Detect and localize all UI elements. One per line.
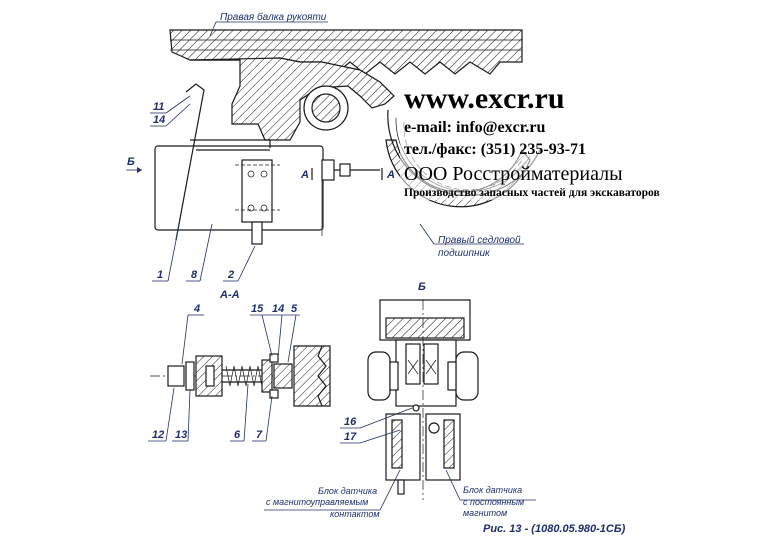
watermark-company: ООО Росстройматериалы <box>404 163 623 185</box>
callout-11: 11 <box>153 101 164 113</box>
view-b-arrow-label: Б <box>127 156 135 168</box>
callout-7: 7 <box>256 429 263 441</box>
callout-16: 16 <box>344 416 357 428</box>
callout-8: 8 <box>191 269 198 281</box>
view-b-title: Б <box>418 281 426 293</box>
callout-13: 13 <box>175 429 187 441</box>
watermark-site: www.excr.ru <box>404 82 565 115</box>
callout-17: 17 <box>344 431 357 443</box>
aa-block <box>293 345 331 407</box>
callout-14-lower: 14 <box>272 303 284 315</box>
watermark: www.excr.ru e-mail: info@excr.ru тел./фа… <box>400 82 720 200</box>
sensor-right-line2: с постоянным <box>463 497 524 507</box>
sensor-left-line1: Блок датчика <box>318 486 377 496</box>
callout-14-upper: 14 <box>153 114 165 126</box>
wheel-left <box>367 351 391 401</box>
callout-1: 1 <box>157 269 163 281</box>
watermark-phone: тел./факс: (351) 235-93-71 <box>404 141 586 158</box>
bracket-arm <box>175 83 205 241</box>
section-aa-title: А-А <box>219 289 240 301</box>
callout-5: 5 <box>291 303 298 315</box>
bearing-label-line2: подшипник <box>438 248 491 259</box>
section-a-right-label: А <box>386 169 395 181</box>
watermark-tagline: Производство запасных частей для экскава… <box>404 187 660 199</box>
beam-label: Правая балка рукояти <box>220 11 327 23</box>
wheel-right <box>455 351 479 401</box>
sensor-right-line1: Блок датчика <box>463 485 522 495</box>
sensor-block-left <box>385 413 421 481</box>
figure-caption: Рис. 13 - (1080.05.980-1СБ) <box>483 523 626 535</box>
sensor-left-line2: с магнитоуправляемым <box>266 497 368 507</box>
callout-15: 15 <box>251 303 264 315</box>
sensor-block-main <box>154 145 324 231</box>
section-a-left-label: А <box>300 169 309 181</box>
mount-plate <box>241 159 273 223</box>
callout-6: 6 <box>234 429 241 441</box>
callout-2: 2 <box>227 269 234 281</box>
callout-4: 4 <box>193 303 200 315</box>
sensor-right-line3: магнитом <box>463 508 507 518</box>
callout-12: 12 <box>152 429 164 441</box>
sensor-left-line3: контактом <box>330 509 380 519</box>
section-aa-view <box>150 345 331 407</box>
view-b <box>367 299 479 500</box>
watermark-email: e-mail: info@excr.ru <box>404 119 545 136</box>
bearing-label-line1: Правый седловой <box>438 235 521 246</box>
